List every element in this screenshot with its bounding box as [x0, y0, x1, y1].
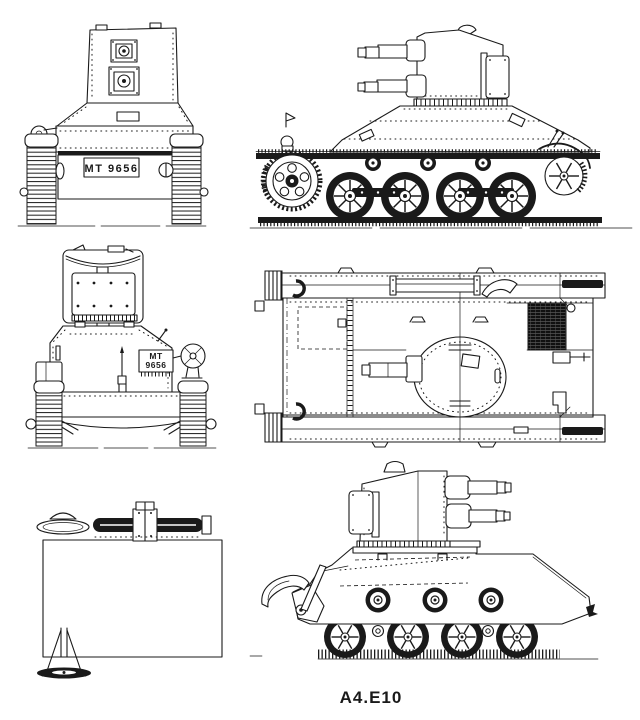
- idler-wheel-icon: [538, 142, 591, 196]
- turret-plan: [413, 336, 507, 418]
- view-plan: [254, 267, 606, 448]
- driver-hatch-outline: [297, 306, 348, 350]
- view-rear: MT 9656: [17, 22, 209, 227]
- front-strut: [300, 564, 327, 612]
- license-plate-front: MT 9656: [138, 349, 174, 377]
- lifting-lug-icon: [409, 316, 426, 323]
- lower-vision-port-icon: [108, 66, 140, 96]
- track-strip-bottom: [264, 402, 606, 448]
- rear-tow-hook-icon: [586, 604, 598, 617]
- gun-plan: [361, 355, 423, 383]
- tail-wheel-plan: [37, 627, 91, 679]
- headlamp-icon: [172, 343, 206, 379]
- twin-guns: [444, 475, 512, 529]
- suspension-plan: [36, 501, 212, 542]
- pennant-icon: [285, 112, 296, 128]
- exhaust-pipe: [389, 275, 481, 296]
- view-side-right: [249, 460, 599, 660]
- license-plate-text: MT 9656: [85, 163, 139, 175]
- figure-caption: A4.E10: [340, 688, 403, 707]
- turret: [413, 24, 510, 107]
- twin-guns: [357, 39, 427, 98]
- open-hatch: [62, 244, 144, 324]
- tow-hook-icon: [292, 402, 306, 421]
- engine-grille: [527, 302, 567, 351]
- license-plate: MT 9656: [83, 157, 140, 178]
- front-fender-icon: [261, 574, 310, 608]
- view-front: MT 9656: [25, 244, 217, 449]
- drive-sprocket-icon: [261, 150, 323, 212]
- tow-hook-icon: [292, 279, 306, 298]
- view-hull-plan: [36, 501, 223, 679]
- view-side-left: [249, 24, 633, 229]
- axe-icon: [481, 279, 518, 298]
- license-plate-front-line2: 9656: [146, 360, 167, 370]
- upper-vision-port-icon: [110, 39, 138, 63]
- license-plate-front-line1: MT: [149, 351, 163, 361]
- lifting-lug-icon: [472, 316, 489, 323]
